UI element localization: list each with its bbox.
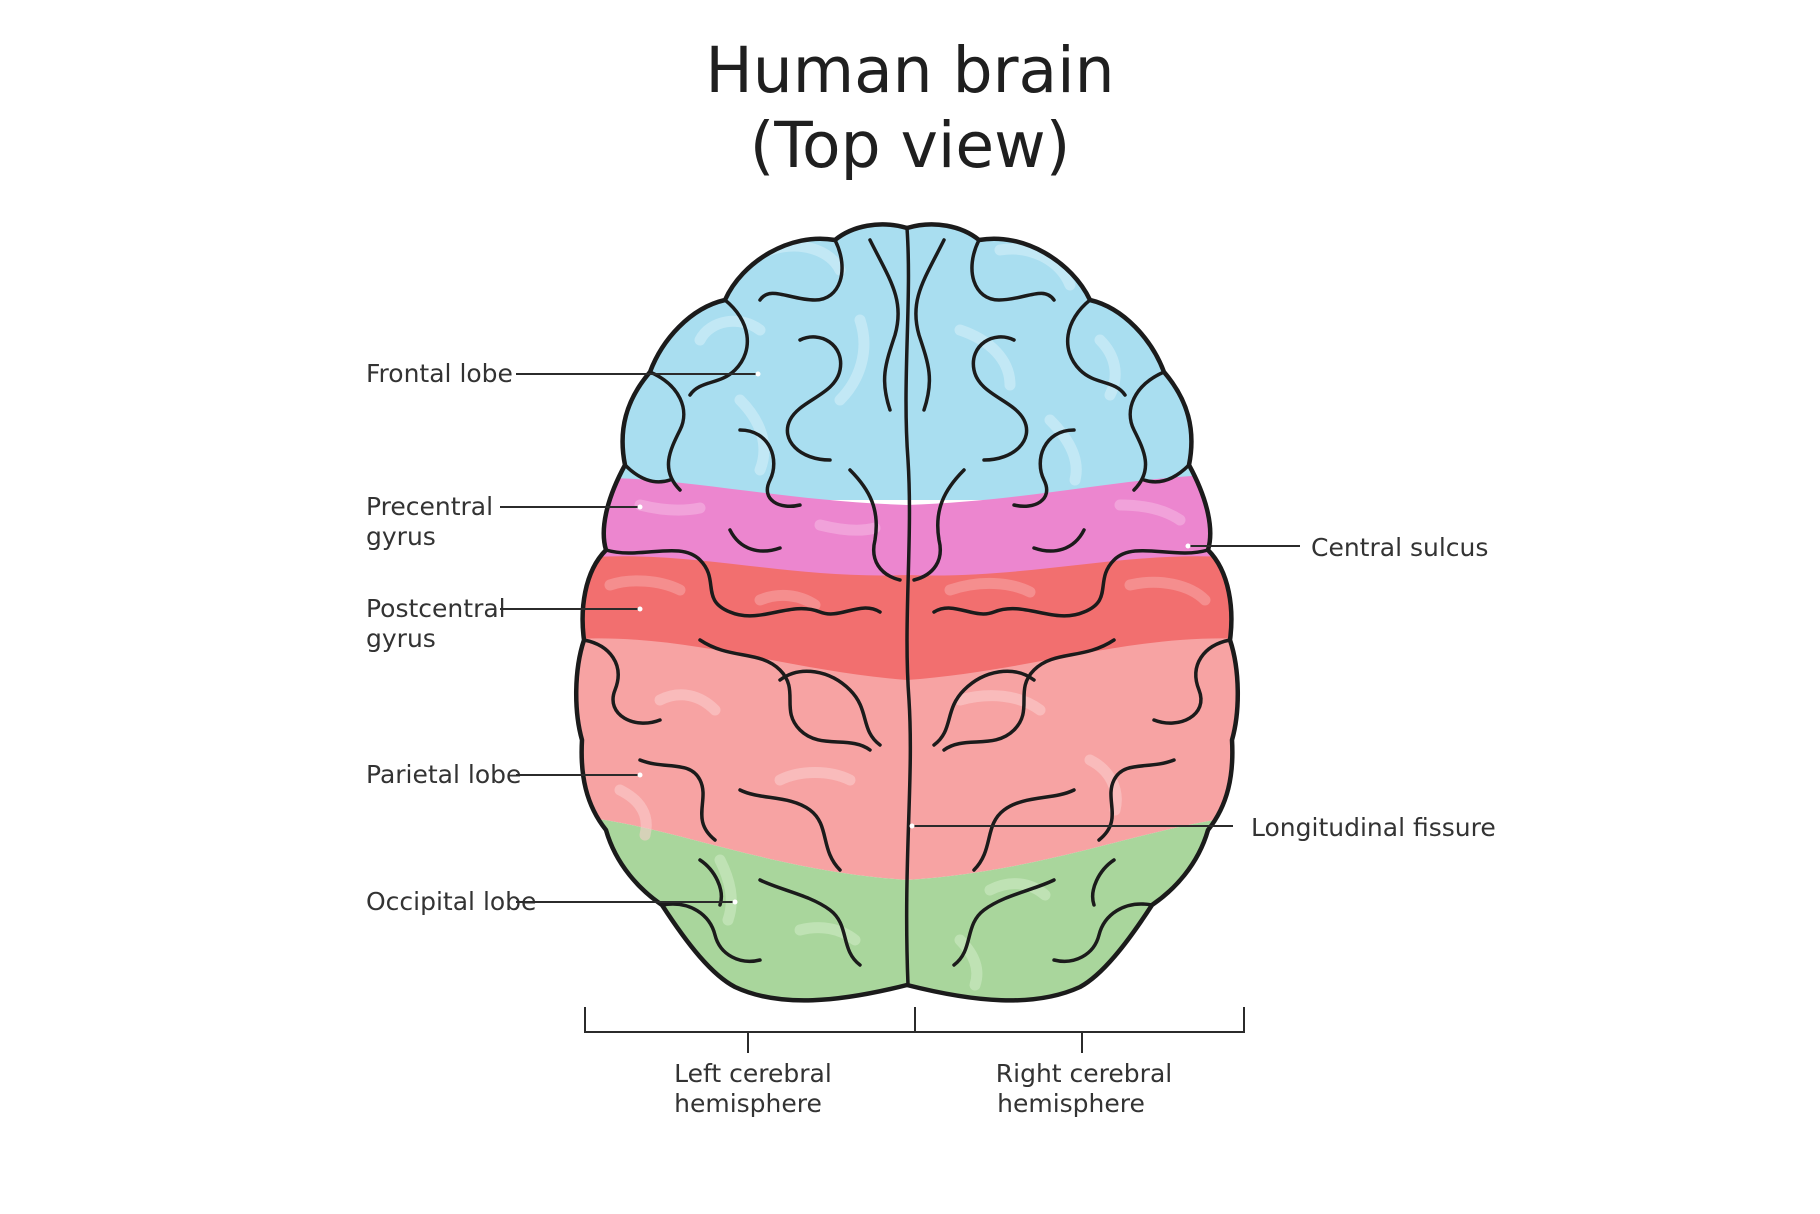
- left-hemisphere-text-2: hemisphere: [674, 1089, 822, 1118]
- gyri-highlights: [604, 240, 1211, 991]
- left-hemisphere-sulci: [582, 238, 902, 967]
- right-hemisphere-text-2: hemisphere: [997, 1089, 1145, 1118]
- parietal-lobe-label: Parietal lobe: [366, 760, 643, 789]
- title-line-2: (Top view): [750, 109, 1071, 182]
- left-hemisphere-bracket: [584, 1007, 915, 1053]
- title: Human brain (Top view): [705, 34, 1114, 182]
- right-hemisphere-bracket: [914, 1007, 1245, 1053]
- precentral-gyrus-label: Precentral gyrus: [366, 492, 643, 551]
- parietal-lobe-text: Parietal lobe: [366, 760, 521, 789]
- postcentral-gyrus-label: Postcentral gyrus: [366, 594, 643, 653]
- central-sulcus-label: Central sulcus: [1185, 533, 1488, 562]
- right-hemisphere-text-1: Right cerebral: [996, 1059, 1172, 1088]
- frontal-lobe-text: Frontal lobe: [366, 359, 513, 388]
- postcentral-gyrus-text-1: Postcentral: [366, 594, 506, 623]
- right-labels: Central sulcus Longitudinal fissure: [909, 533, 1496, 842]
- central-sulcus-text: Central sulcus: [1311, 533, 1488, 562]
- precentral-gyrus-text-2: gyrus: [366, 522, 436, 551]
- longitudinal-fissure-line: [904, 226, 913, 987]
- longitudinal-fissure-text: Longitudinal fissure: [1251, 813, 1496, 842]
- brain-illustration: [560, 200, 1260, 1020]
- title-line-1: Human brain: [705, 34, 1114, 107]
- hemisphere-brackets: Left cerebral hemisphere Right cerebral …: [584, 1007, 1245, 1118]
- occipital-lobe-region: [576, 815, 1238, 1001]
- right-hemisphere-sulci: [912, 238, 1232, 967]
- precentral-gyrus-text-1: Precentral: [366, 492, 493, 521]
- postcentral-gyrus-text-2: gyrus: [366, 624, 436, 653]
- occipital-lobe-text: Occipital lobe: [366, 887, 536, 916]
- longitudinal-fissure-label: Longitudinal fissure: [909, 813, 1496, 842]
- left-labels: Frontal lobe Precentral gyrus Postcentra…: [366, 359, 761, 916]
- left-hemisphere-text-1: Left cerebral: [674, 1059, 832, 1088]
- occipital-lobe-label: Occipital lobe: [366, 887, 738, 916]
- frontal-lobe-label: Frontal lobe: [366, 359, 761, 388]
